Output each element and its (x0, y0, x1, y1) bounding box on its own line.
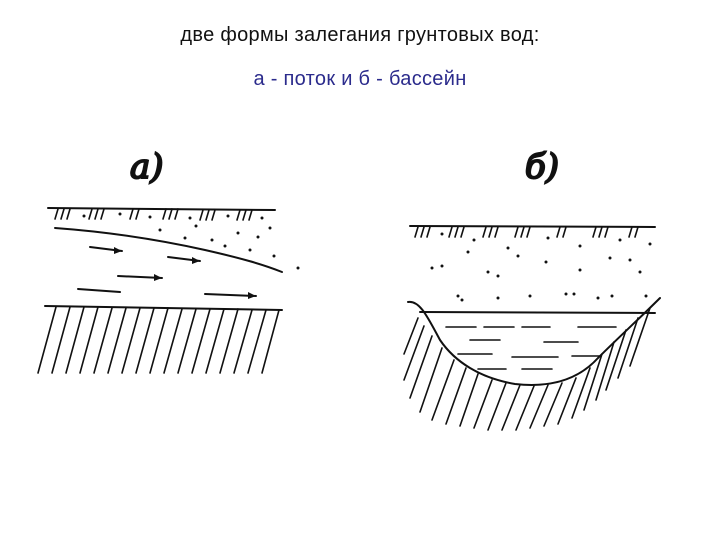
slide-title: две формы залегания грунтовых вод: (180, 24, 540, 46)
panel-b-water-dashes (445, 326, 617, 370)
panel-b-label: б) (525, 147, 559, 187)
panel-b-surface (409, 225, 656, 238)
panel-b-water-table (419, 311, 656, 314)
panel-a-surface (47, 207, 276, 221)
panel-a-water-table (54, 227, 283, 273)
panel-a-soil-dots (82, 212, 300, 270)
slide-subtitle: а - поток и б - бассейн (253, 68, 467, 90)
panel-a-aquitard (37, 305, 283, 374)
panel-a-label: а) (130, 147, 164, 187)
panel-b-bedrock-hatching (403, 307, 651, 431)
panel-a-flow-arrows (77, 246, 257, 299)
panel-b-soil-dots (430, 232, 652, 302)
panel-b-basin-bed (407, 297, 661, 386)
